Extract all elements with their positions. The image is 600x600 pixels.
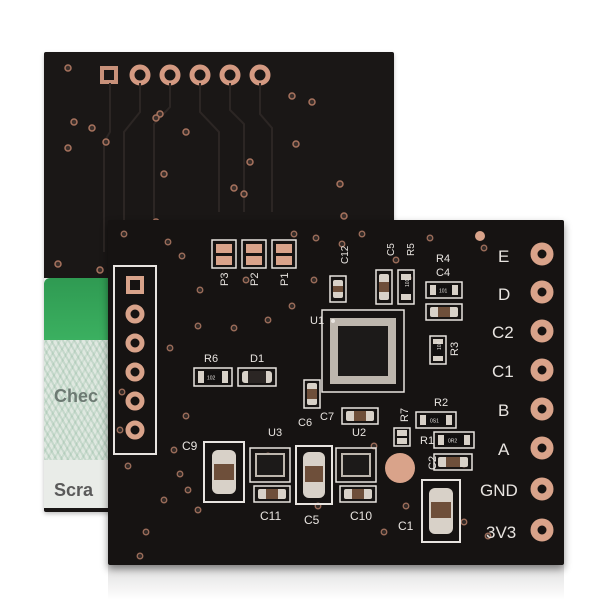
label-c5-bottom: C5 [304,513,320,527]
jumper-pads [211,239,297,269]
header-pads [129,64,271,86]
label-u3: U3 [268,427,282,439]
label-r1: R1 [420,435,434,447]
capacitor-c5-bottom [295,445,333,505]
label-r2: R2 [434,397,448,409]
label-c5-top: C5 [386,243,397,256]
back-pcb-graphics [54,64,348,274]
capacitor-c10 [339,485,377,503]
capacitor-c6 [303,379,321,409]
label-c1: C1 [398,519,414,533]
label-p1: P1 [279,273,291,286]
capacitor-c5-top [375,269,393,305]
resistor-r6: 102 [193,367,233,387]
capacitor-c1 [421,479,461,543]
resistor-r1: 0R2 [433,431,475,449]
edge-label-a: A [498,440,510,459]
capacitor-c9 [203,441,245,503]
resistor-r3: 102 [429,335,447,365]
edge-label-d: D [498,285,510,304]
r4-code: 101 [439,289,448,295]
front-pcb-board: P3 P2 P1 C12 C5 R5 101 [108,220,564,565]
label-c10: C10 [350,509,372,523]
r2-code: 0S1 [430,419,439,425]
edge-pads [530,242,554,542]
edge-labels: E D C2 C1 B A GND 3V3 [480,247,518,542]
edge-label-b: B [498,401,509,420]
capacitor-c2 [433,453,473,471]
label-p3: P3 [219,273,231,286]
resistor-r5: 101 [397,269,415,305]
label-p2: P2 [249,273,261,286]
label-c9: C9 [182,439,198,453]
r3-code: 102 [437,341,443,350]
card-text-scratch: Scra [54,480,94,500]
regulator-u3 [249,447,291,483]
capacitor-c11 [253,485,291,503]
pad-hole [104,70,114,80]
front-pcb-graphics: P3 P2 P1 C12 C5 R5 101 [113,230,554,560]
label-u2: U2 [352,427,366,439]
resistor-r7 [393,427,411,447]
resistor-r2: 0S1 [415,411,457,429]
r5-code: 101 [405,278,411,287]
capacitor-c4 [425,303,463,321]
label-c6: C6 [298,417,312,429]
pad-hole [130,280,140,290]
regulator-u2 [335,447,377,483]
copper-test-pad [385,453,415,483]
edge-label-e: E [498,247,509,266]
resistor-r4: 101 [425,281,463,299]
r6-code: 102 [207,376,216,382]
label-r3: R3 [449,342,461,356]
table-reflection [108,565,564,600]
label-r5: R5 [406,243,417,256]
edge-label-c1: C1 [492,362,514,381]
diode-d1 [237,367,277,387]
label-r7: R7 [399,408,411,422]
label-c4: C4 [436,267,450,279]
left-header-pads [125,304,145,440]
edge-label-3v3: 3V3 [486,523,516,542]
label-c2: C2 [427,456,439,470]
label-c11: C11 [260,509,281,523]
capacitor-c7 [341,407,379,425]
label-d1: D1 [250,353,264,365]
microcontroller-u1 [321,309,405,393]
label-r4: R4 [436,253,450,265]
edge-label-c2: C2 [492,323,514,342]
corner-pad [475,231,485,241]
label-c12: C12 [340,245,351,264]
capacitor-c12 [329,275,347,303]
label-u1: U1 [310,315,324,327]
card-text-check: Chec [54,386,99,406]
label-c7: C7 [320,411,334,423]
r1-code: 0R2 [448,439,457,445]
edge-label-gnd: GND [480,481,518,500]
label-r6: R6 [204,353,218,365]
left-header-outline [113,265,157,455]
